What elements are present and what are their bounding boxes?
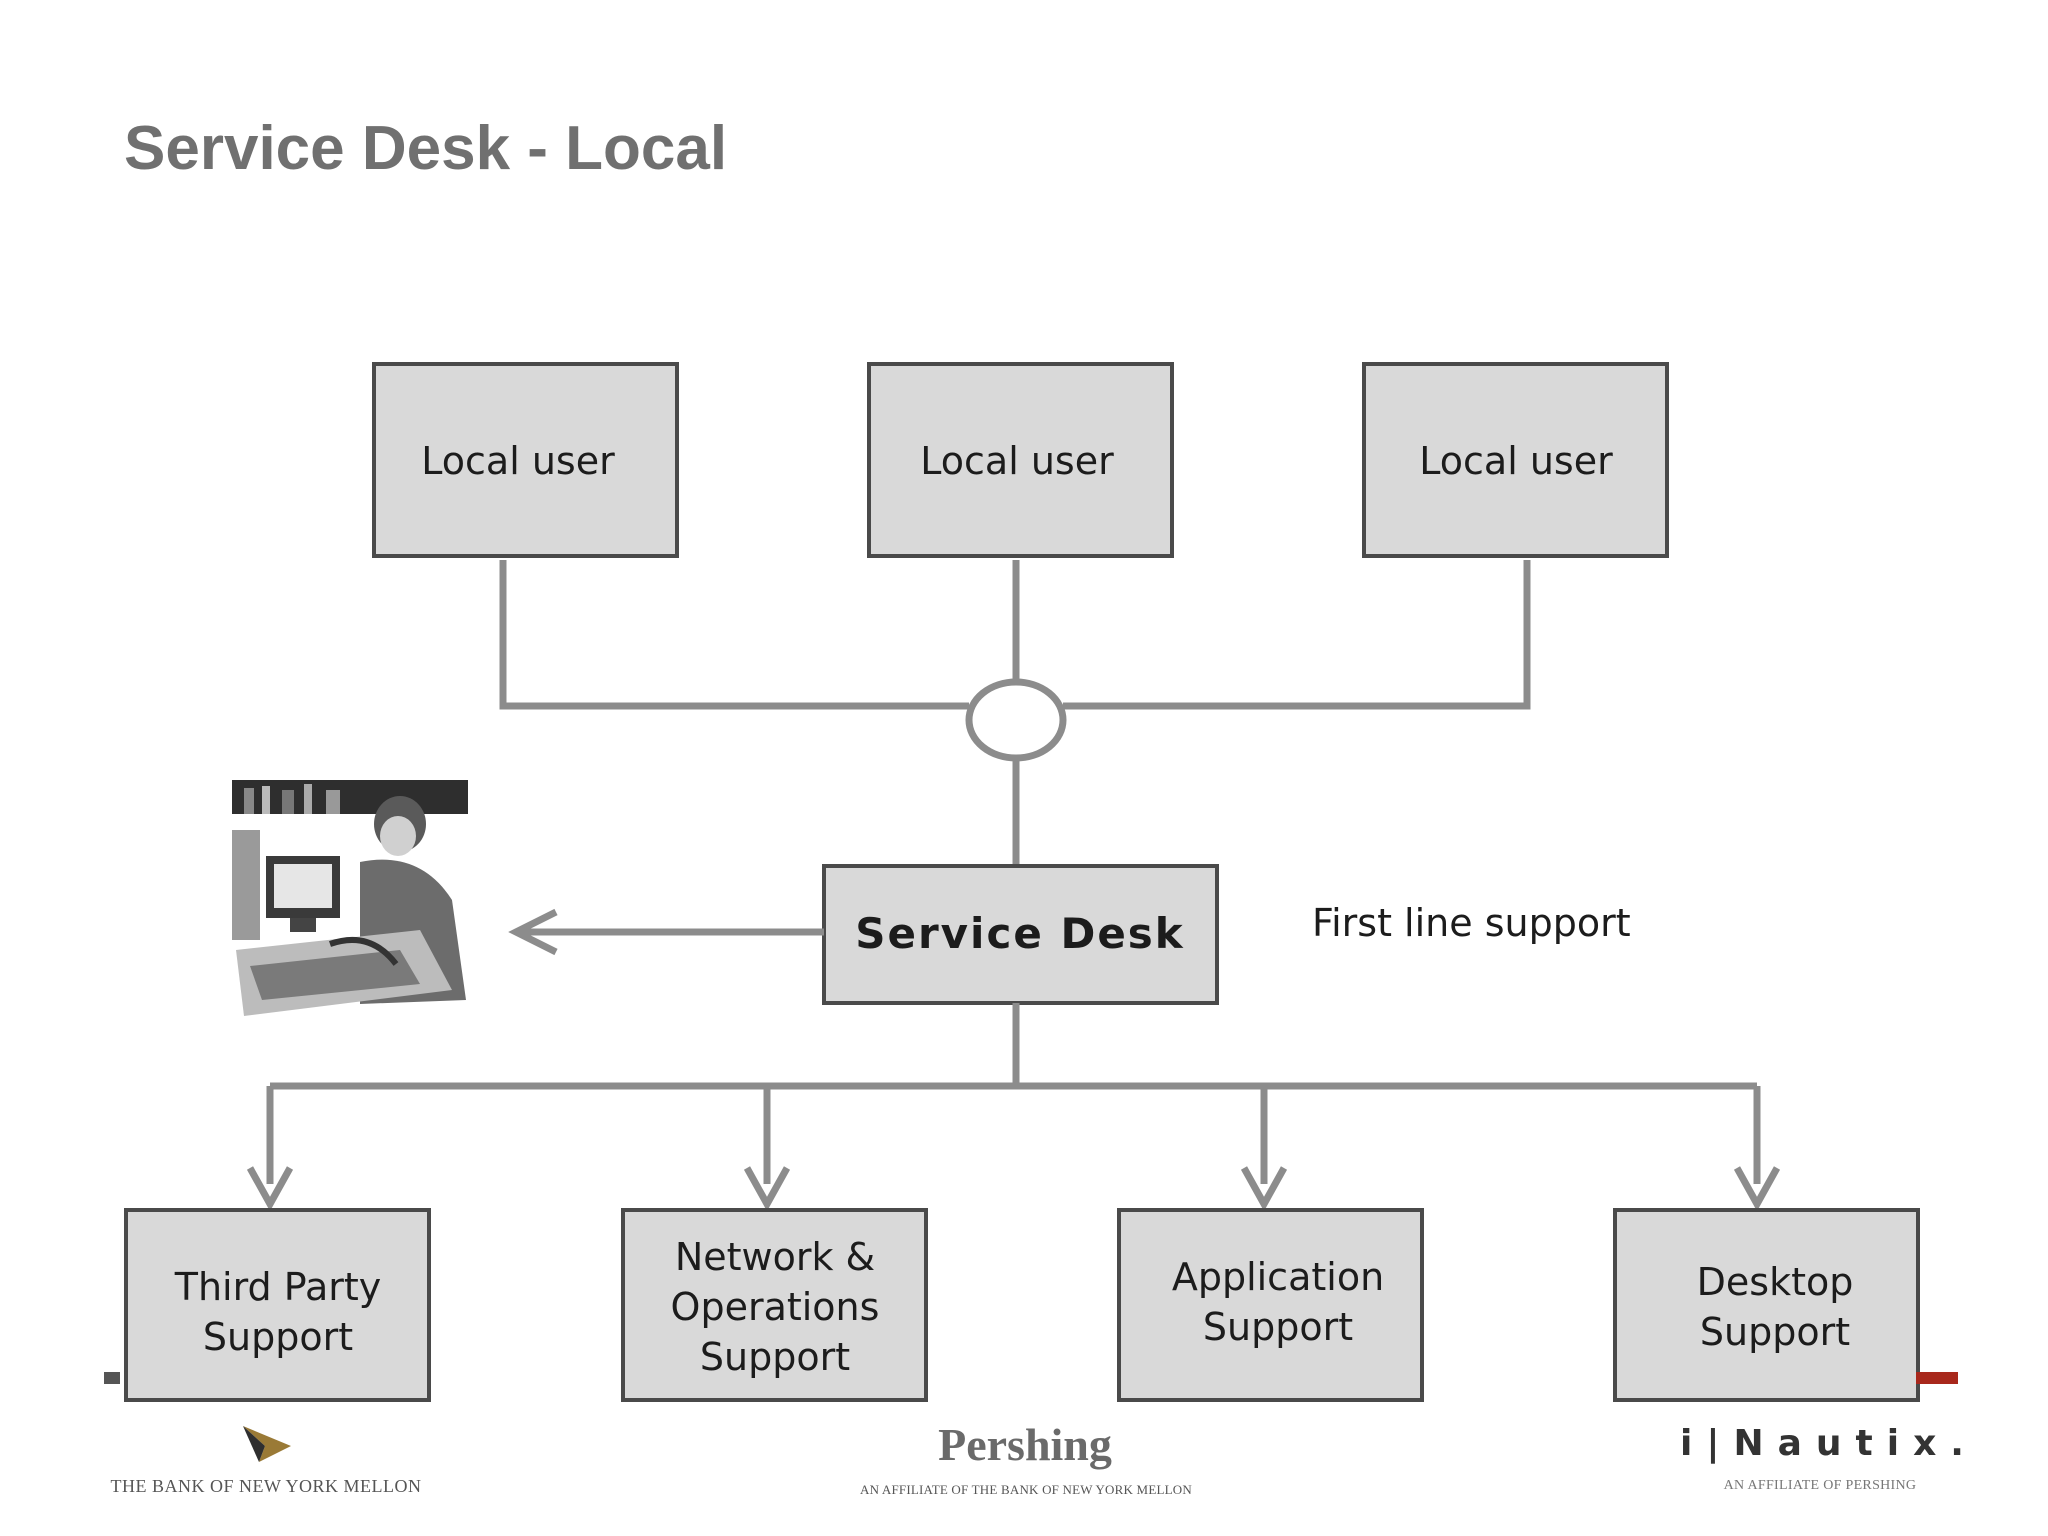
support-box-line: Support — [700, 1335, 850, 1379]
arrow-to-agent — [508, 908, 824, 956]
support-box-third-party: Third Party Support — [124, 1208, 431, 1402]
support-box-line: Operations — [671, 1285, 880, 1329]
user-box-label: Local user — [1419, 439, 1613, 483]
first-line-support-label: First line support — [1312, 901, 1631, 945]
support-box-desktop: Desktop Support — [1613, 1208, 1920, 1402]
user-box-1: Local user — [372, 362, 679, 558]
support-box-line: Support — [203, 1315, 353, 1359]
service-desk-box: Service Desk — [822, 864, 1219, 1005]
bny-arrow-icon — [243, 1426, 291, 1462]
pershing-tagline: AN AFFILIATE OF THE BANK OF NEW YORK MEL… — [860, 1482, 1192, 1497]
support-arrowheads — [246, 1166, 1781, 1212]
pershing-wordmark: Pershing — [938, 1419, 1112, 1470]
inautix-tagline: AN AFFILIATE OF PERSHING — [1723, 1478, 1917, 1493]
support-box-line: Network & — [675, 1235, 875, 1279]
help-desk-agent-image — [228, 776, 474, 1030]
user-box-label: Local user — [920, 439, 1114, 483]
bny-wordmark: THE BANK OF NEW YORK MELLON — [110, 1476, 422, 1496]
service-desk-label: Service Desk — [855, 909, 1185, 958]
support-box-line: Desktop — [1697, 1260, 1854, 1304]
footer-accent-right — [1916, 1372, 1958, 1384]
user-connectors — [499, 560, 1531, 866]
support-box-line: Support — [1203, 1305, 1353, 1349]
user-box-3: Local user — [1362, 362, 1669, 558]
user-box-2: Local user — [867, 362, 1174, 558]
connector-user-1 — [499, 560, 969, 710]
support-box-network-operations: Network & Operations Support — [621, 1208, 928, 1402]
logo-inautix: i|Nautix. AN AFFILIATE OF PERSHING — [1680, 1423, 1978, 1506]
user-box-label: Local user — [421, 439, 615, 483]
support-box-application: Application Support — [1117, 1208, 1424, 1402]
logo-bank-of-new-york-mellon: THE BANK OF NEW YORK MELLON — [96, 1424, 436, 1504]
support-box-line: Application — [1172, 1255, 1384, 1299]
slide-title: Service Desk - Local — [124, 114, 728, 183]
footer-accent-left — [104, 1372, 120, 1384]
logo-pershing: Pershing AN AFFILIATE OF THE BANK OF NEW… — [860, 1419, 1192, 1502]
junction-hub — [965, 678, 1067, 762]
support-connectors — [266, 1003, 1761, 1184]
support-box-line: Support — [1700, 1310, 1850, 1354]
connector-user-3 — [1063, 560, 1531, 710]
inautix-wordmark: i|Nautix. — [1680, 1423, 1978, 1464]
support-box-line: Third Party — [174, 1265, 382, 1309]
